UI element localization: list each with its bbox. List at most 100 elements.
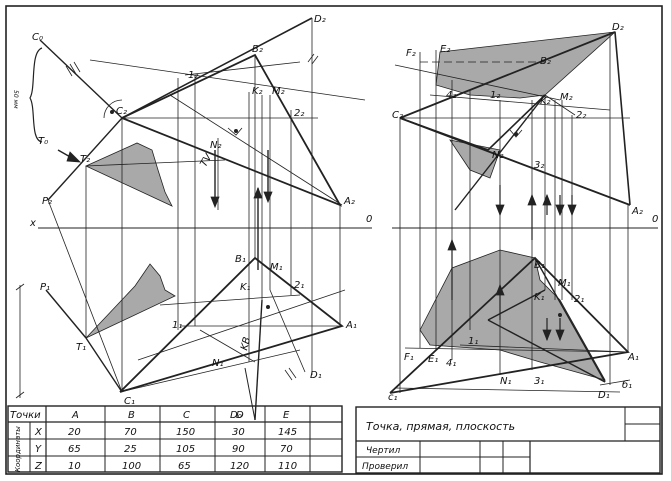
right-epure <box>389 31 658 394</box>
label-r-d2: D₂ <box>612 22 624 33</box>
label-r-a1: A₁ <box>627 352 639 363</box>
label-r-3-1: 3₁ <box>534 376 544 387</box>
table-row-x-c: 150 <box>176 427 195 438</box>
label-r-k2: K₂ <box>540 96 551 107</box>
left-shade-horizontal <box>85 263 176 339</box>
table-row-x-e: 145 <box>278 427 297 438</box>
label-c2: C₂ <box>116 106 127 117</box>
label-b2: B₂ <box>252 44 263 55</box>
coordinate-table-text: Точки A B C D E Координаты X 20 70 150 3… <box>10 410 297 472</box>
label-r-1-2: 1₂ <box>490 90 500 101</box>
label-d0: D₀ <box>230 410 242 421</box>
sheet-frame <box>5 5 663 475</box>
label-dim: 50 мм <box>12 90 19 109</box>
table-row-y-c: 105 <box>176 444 195 455</box>
table-row-z-d: 120 <box>230 461 249 472</box>
table-row-y-a: 65 <box>68 444 81 455</box>
label-r-2-2: 2₂ <box>576 110 586 121</box>
label-d1: D₁ <box>310 370 322 381</box>
label-o: 0 <box>366 214 372 225</box>
label-r-n2: N₂ <box>492 150 504 161</box>
label-n1: N₁ <box>212 358 224 369</box>
table-row-z-a: 10 <box>68 461 81 472</box>
label-r-f2: F₂ <box>406 48 416 59</box>
label-r-k1: K₁ <box>534 292 545 303</box>
label-a2: A₂ <box>343 196 355 207</box>
label-r-e1: E₁ <box>428 354 438 365</box>
title-block-drawn: Чертил <box>366 446 401 456</box>
left-triangle-frontal <box>121 53 343 207</box>
left-labels: C₀ D₂ B₂ C₂ K₂ M₂ 1₂ 2₂ N₂ T₀ T₂ P₂ A₂ x… <box>12 14 372 421</box>
label-1-2: 1₂ <box>188 70 198 81</box>
title-block-title: Точка, прямая, плоскость <box>366 420 515 433</box>
label-r-a2: A₂ <box>631 206 643 217</box>
label-r-m1: M₁ <box>558 278 571 289</box>
label-r-d1: D₁ <box>598 390 610 401</box>
table-header-c: C <box>183 410 190 421</box>
table-row-z-axis: Z <box>34 461 43 472</box>
table-row-y-d: 90 <box>232 444 245 455</box>
label-t2: T₂ <box>80 154 90 165</box>
label-2-2: 2₂ <box>294 108 304 119</box>
label-r-n1: N₁ <box>500 376 512 387</box>
label-r-3-2: 3₂ <box>534 160 544 171</box>
label-r-e2: E₂ <box>440 44 450 55</box>
label-r-f1: F₁ <box>404 352 414 363</box>
label-c1: C₁ <box>124 396 135 407</box>
label-1-1: 1₁ <box>172 320 182 331</box>
label-r-1-1: 1₁ <box>468 336 478 347</box>
label-2-1: 2₁ <box>294 280 304 291</box>
left-shade-frontal <box>85 142 173 207</box>
label-r-4-2: 4₂ <box>446 90 456 101</box>
label-x: x <box>29 218 36 229</box>
table-row-z-b: 100 <box>122 461 141 472</box>
label-m1: M₁ <box>270 262 283 273</box>
coordinate-table <box>7 405 343 473</box>
table-header-b: B <box>128 410 135 421</box>
table-row-z-c: 65 <box>178 461 191 472</box>
table-row-x-b: 70 <box>124 427 137 438</box>
label-k1: K₁ <box>240 282 251 293</box>
table-header-a: A <box>71 410 79 421</box>
table-side-label: Координаты <box>14 426 22 472</box>
label-r-b2: B₂ <box>540 56 551 67</box>
title-block-text: Точка, прямая, плоскость Чертил Проверил <box>362 420 515 472</box>
label-a1: A₁ <box>345 320 357 331</box>
label-p2: P₂ <box>42 196 52 207</box>
table-row-y-axis: Y <box>35 444 42 455</box>
label-kb: KB <box>239 336 253 352</box>
label-t1: T₁ <box>76 342 86 353</box>
title-block <box>355 406 661 474</box>
label-r-c2: C₂ <box>392 110 403 121</box>
table-row-z-e: 110 <box>278 461 297 472</box>
label-m2: M₂ <box>272 86 285 97</box>
title-block-checked: Проверил <box>362 462 408 472</box>
table-row-x-d: 30 <box>232 427 245 438</box>
left-triangle-horizontal <box>119 256 344 393</box>
label-r-6-1: б₁ <box>622 379 632 391</box>
label-r-b1: B₁ <box>534 260 545 271</box>
label-r-4-1: 4₁ <box>446 358 456 369</box>
right-labels: F₂ E₂ D₂ B₂ C₂ 4₂ 1₂ K₂ M₂ 2₂ N₂ 3₂ A₂ 0… <box>388 22 658 403</box>
label-r-o: 0 <box>652 214 658 225</box>
label-t0: T₀ <box>38 136 48 147</box>
right-shade-bottom <box>419 249 606 381</box>
label-d2: D₂ <box>314 14 326 25</box>
label-p1: P₁ <box>40 282 50 293</box>
label-c0: C₀ <box>32 32 43 43</box>
table-row-x-axis: X <box>34 427 43 438</box>
label-r-2-1: 2₁ <box>574 294 584 305</box>
label-k2: K₂ <box>252 86 263 97</box>
table-header-points: Точки <box>10 410 41 421</box>
table-row-y-e: 70 <box>280 444 293 455</box>
table-row-y-b: 25 <box>124 444 137 455</box>
table-row-x-a: 20 <box>68 427 81 438</box>
left-epure <box>15 17 372 421</box>
table-header-d: D <box>236 410 244 421</box>
table-header-e: E <box>283 410 290 421</box>
label-n2: N₂ <box>210 140 222 151</box>
label-b1: B₁ <box>235 254 246 265</box>
label-r-m2: M₂ <box>560 92 573 103</box>
label-r-c1: c₁ <box>388 392 398 403</box>
